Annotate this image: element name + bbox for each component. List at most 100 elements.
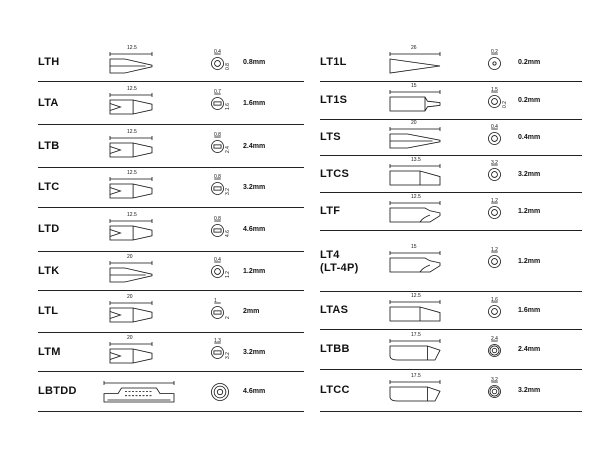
row-divider [38, 81, 304, 82]
tip-end-view [211, 178, 224, 195]
tip-code-label: LTBB [320, 343, 350, 356]
tip-size-label: 3.2mm [243, 348, 266, 356]
tip-width-dimension: 2.4 [225, 146, 231, 153]
tip-side-view [389, 380, 441, 402]
tip-code: LTBB [320, 343, 350, 355]
tip-width-dimension: 0.2 [502, 100, 508, 108]
tip-code: LTM [38, 345, 61, 358]
tip-side-view [389, 127, 441, 149]
tip-end-dimension: 1.2 [491, 197, 498, 204]
tip-length-dimension: 12.5 [411, 293, 421, 299]
tip-size-label: 3.2mm [518, 170, 541, 178]
tip-end-dimension: 1.3 [214, 338, 221, 344]
tip-code: LTCS [320, 167, 350, 180]
tip-length-dimension: 17.5 [411, 373, 421, 379]
tip-end-dimension: 0.8 [214, 215, 221, 222]
row-divider [38, 411, 304, 412]
tip-side-view [389, 52, 441, 74]
tip-length-dimension: 15 [411, 243, 417, 250]
tip-end-view [488, 301, 501, 318]
tip-end-view [488, 128, 501, 145]
tip-end-view [488, 381, 501, 398]
tip-code: LTC [38, 181, 60, 193]
tip-end-dimension: 0.4 [214, 48, 221, 55]
tip-code: LBTDD [38, 385, 77, 397]
tip-code-label: LTC [38, 181, 59, 194]
tip-code-label: LTAS [320, 304, 348, 317]
tip-side-view [109, 135, 153, 157]
tip-end-view [211, 383, 229, 401]
tip-size-label: 3.2mm [243, 184, 266, 191]
tip-length-dimension: 20 [411, 120, 417, 126]
row-divider [38, 290, 304, 291]
tip-side-view [109, 260, 153, 282]
tip-width-dimension: 3.2 [225, 187, 231, 195]
tip-code: LT4 [320, 248, 340, 261]
tip-width-dimension: 4.6 [225, 229, 231, 237]
tip-side-view [109, 301, 153, 323]
tip-end-dimension: 1 [214, 297, 217, 304]
tip-code: LTH [38, 56, 60, 68]
tip-code-label: LT1S [320, 94, 347, 107]
tip-length-dimension: 12.5 [127, 85, 137, 92]
tip-code: LTS [320, 131, 341, 143]
tip-side-view [109, 52, 153, 74]
tip-code-label: LTH [38, 56, 59, 69]
row-divider [320, 291, 582, 292]
tip-end-dimension: 0.4 [214, 257, 221, 263]
tip-size-label: 0.2mm [518, 59, 541, 66]
tip-size-label: 4.6mm [243, 226, 266, 233]
tip-end-view [488, 251, 501, 268]
tip-end-view [211, 220, 224, 237]
tip-length-dimension: 12.5 [411, 194, 421, 200]
tip-code-label: LTS [320, 131, 341, 144]
tip-size-label: 0.8mm [243, 59, 266, 66]
tip-end-view [211, 93, 224, 110]
tip-end-dimension: 1.2 [491, 247, 498, 253]
tip-code-alt: (LT-4P) [320, 261, 359, 274]
tip-code-label: LT1L [320, 56, 347, 69]
tip-end-dimension: 0.8 [214, 173, 221, 180]
tip-size-label: 2.4mm [518, 346, 541, 353]
tip-end-dimension: 0.2 [491, 48, 498, 55]
tip-size-label: 1.6mm [243, 99, 266, 107]
tip-row-ltcs: LTCS 13.5 3.2 3.2mm [320, 156, 582, 193]
tip-length-dimension: 15 [411, 83, 417, 89]
tip-length-dimension: 13.5 [411, 156, 421, 163]
row-divider [38, 251, 304, 252]
row-divider [38, 207, 304, 208]
tip-size-label: 1.2mm [243, 267, 266, 275]
tip-end-dimension: 2.4 [491, 335, 498, 342]
tip-size-label: 3.2mm [518, 387, 541, 394]
tip-side-view [109, 341, 153, 363]
tip-end-dimension: 0.8 [214, 132, 221, 138]
tip-end-view [488, 202, 501, 219]
row-divider [320, 369, 582, 370]
tip-code: LTK [38, 264, 60, 277]
tip-end-dimension: 3.2 [491, 160, 498, 166]
tip-code: LTCC [320, 384, 350, 396]
tip-side-view [109, 92, 153, 114]
tip-code-label: LTL [38, 305, 58, 318]
tip-code-label: LTA [38, 97, 59, 110]
tip-length-dimension: 12.5 [127, 128, 137, 135]
tip-code-label: LTCC [320, 384, 350, 397]
row-divider [320, 230, 582, 231]
tip-size-label: 1.2mm [518, 208, 541, 215]
tip-length-dimension: 17.5 [411, 332, 421, 338]
tip-width-dimension: 0.8 [225, 62, 231, 70]
tip-length-dimension: 20 [127, 334, 133, 341]
row-divider [320, 192, 582, 193]
tip-side-view [103, 381, 175, 403]
tip-side-view [109, 219, 153, 241]
tip-length-dimension: 12.5 [127, 212, 137, 218]
tip-row-ltbb: LTBB 17.5 2.4 2.4mm [320, 330, 582, 370]
